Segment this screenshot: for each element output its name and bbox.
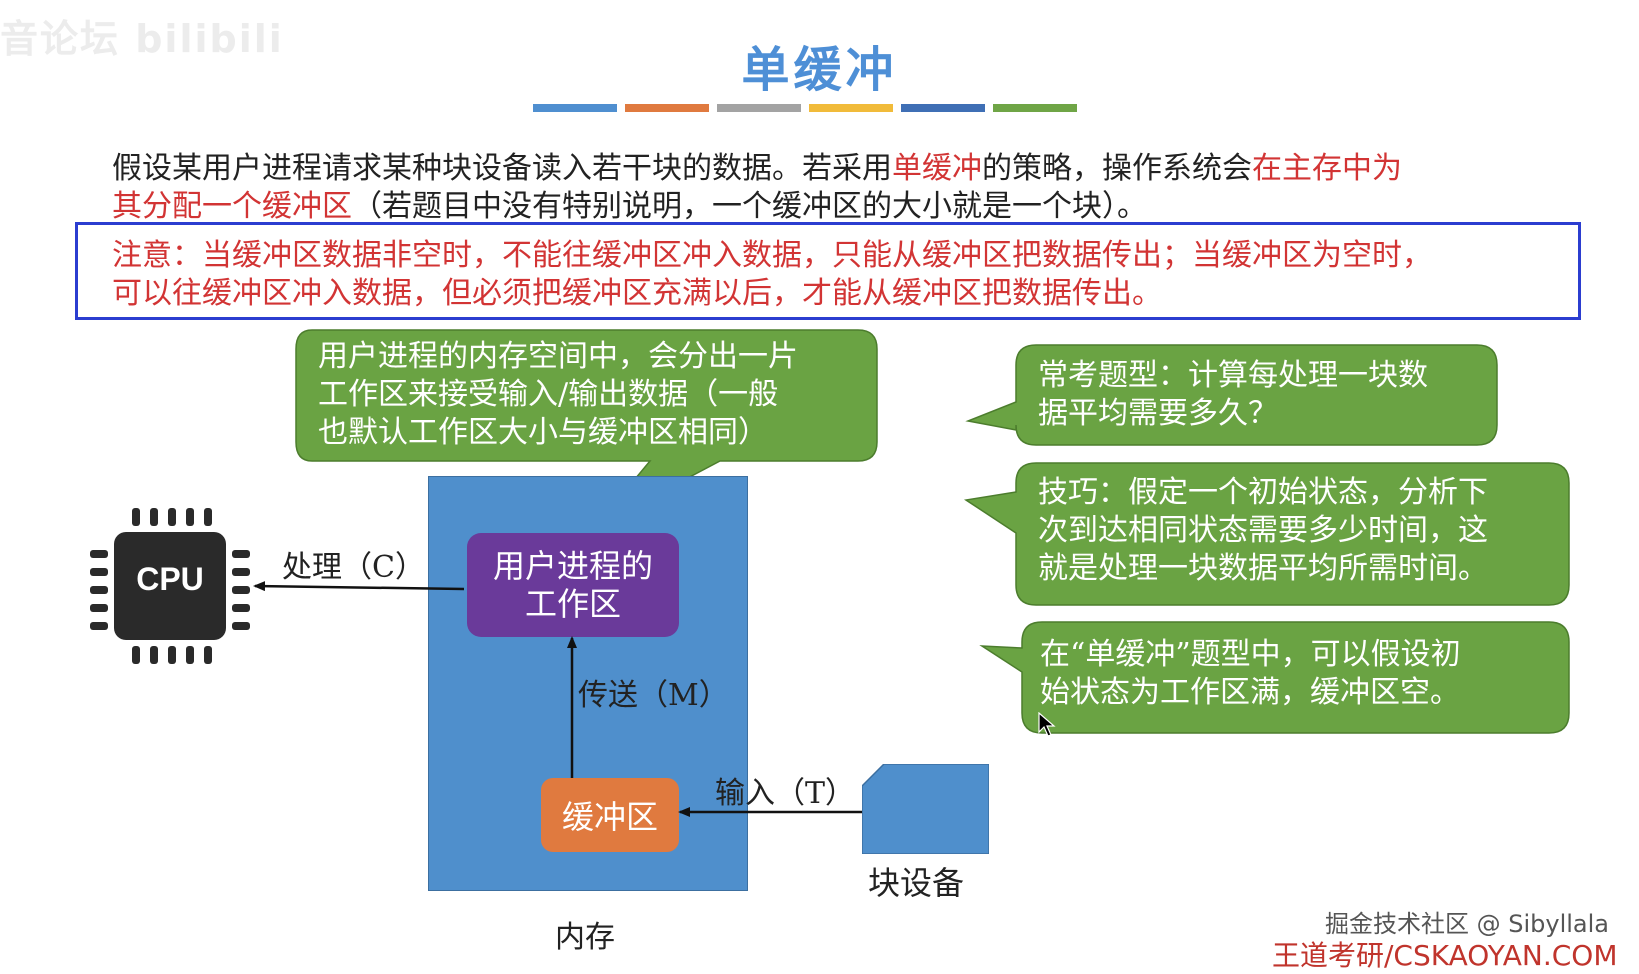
tip-line-1: 技巧：假定一个初始状态，分析下 (1038, 475, 1488, 510)
intro-text-3: （若题目中没有特别说明，一个缓冲区的大小就是一个块）。 (352, 189, 1147, 224)
block-device-icon (862, 764, 989, 854)
tip-line-2: 次到达相同状态需要多少时间，这 (1038, 513, 1488, 548)
exam-type-line-1: 常考题型：计算每处理一块数 (1038, 358, 1428, 393)
exam-type-callout-bubble (965, 344, 1498, 446)
title-bar-2 (625, 104, 709, 112)
tip-line-3: 就是处理一块数据平均所需时间。 (1038, 551, 1488, 586)
work-area-callout-line-3: 也默认工作区大小与缓冲区相同） (318, 415, 768, 450)
exam-type-line-2: 据平均需要多久？ (1038, 396, 1278, 431)
work-area-callout-text: 用户进程的内存空间中，会分出一片 工作区来接受输入/输出数据（一般 也默认工作区… (318, 338, 798, 452)
intro-highlight-main-memory: 在主存中为 (1252, 151, 1402, 186)
intro-text-1: 假设某用户进程请求某种块设备读入若干块的数据。若采用 (112, 151, 892, 186)
initial-state-line-2: 始状态为工作区满，缓冲区空。 (1040, 675, 1460, 710)
title-bar-3 (717, 104, 801, 112)
intro-line-1: 假设某用户进程请求某种块设备读入若干块的数据。若采用单缓冲的策略，操作系统会在主… (112, 150, 1582, 188)
cpu-label: CPU (136, 561, 204, 597)
transfer-label: 传送（M） (578, 678, 729, 713)
process-arrow (253, 581, 465, 592)
block-device-label: 块设备 (868, 864, 965, 902)
title-bar-6 (993, 104, 1077, 112)
intro-highlight-allocate: 其分配一个缓冲区 (112, 189, 352, 224)
brand-footer: 王道考研/CSKAOYAN.COM (1272, 939, 1618, 972)
work-area-callout-line-1: 用户进程的内存空间中，会分出一片 (318, 339, 798, 374)
title-color-bars (533, 104, 1077, 112)
note-line-2: 可以往缓冲区冲入数据，但必须把缓冲区充满以后，才能从缓冲区把数据传出。 (112, 276, 1162, 311)
initial-state-line-1: 在“单缓冲”题型中，可以假设初 (1040, 637, 1461, 672)
title-bar-1 (533, 104, 617, 112)
tip-callout-text: 技巧：假定一个初始状态，分析下 次到达相同状态需要多少时间，这 就是处理一块数据… (1038, 474, 1488, 588)
cpu-icon (90, 508, 250, 664)
note-box (75, 222, 1581, 320)
intro-line-2: 其分配一个缓冲区（若题目中没有特别说明，一个缓冲区的大小就是一个块）。 (112, 188, 1582, 226)
title-bar-5 (901, 104, 985, 112)
note-line-1: 注意：当缓冲区数据非空时，不能往缓冲区冲入数据，只能从缓冲区把数据传出；当缓冲区… (112, 238, 1432, 273)
intro-text-2: 的策略，操作系统会 (982, 151, 1252, 186)
mouse-cursor-icon (1038, 712, 1056, 737)
tip-callout-bubble (963, 462, 1570, 606)
work-area-label-line-1: 用户进程的 (492, 547, 653, 585)
buffer-block: 缓冲区 (541, 778, 679, 852)
community-watermark: 掘金技术社区 @ Sibyllala (1325, 910, 1610, 938)
work-area-callout-line-2: 工作区来接受输入/输出数据（一般 (318, 377, 779, 412)
intro-highlight-single-buffer: 单缓冲 (892, 151, 982, 186)
user-work-area: 用户进程的 工作区 (467, 533, 679, 637)
bilibili-watermark: 音论坛 bilibili (0, 17, 284, 61)
note-text: 注意：当缓冲区数据非空时，不能往缓冲区冲入数据，只能从缓冲区把数据传出；当缓冲区… (112, 237, 1432, 313)
initial-state-callout-bubble (979, 621, 1570, 734)
memory-label: 内存 (555, 920, 615, 955)
slide-title: 单缓冲 (741, 42, 898, 98)
work-area-label-line-2: 工作区 (524, 585, 621, 623)
process-label: 处理（C） (282, 550, 425, 585)
exam-type-callout-text: 常考题型：计算每处理一块数 据平均需要多久？ (1038, 357, 1428, 433)
intro-paragraph: 假设某用户进程请求某种块设备读入若干块的数据。若采用单缓冲的策略，操作系统会在主… (112, 150, 1582, 226)
input-label: 输入（T） (715, 776, 856, 811)
title-bar-4 (809, 104, 893, 112)
initial-state-callout-text: 在“单缓冲”题型中，可以假设初 始状态为工作区满，缓冲区空。 (1040, 636, 1461, 712)
